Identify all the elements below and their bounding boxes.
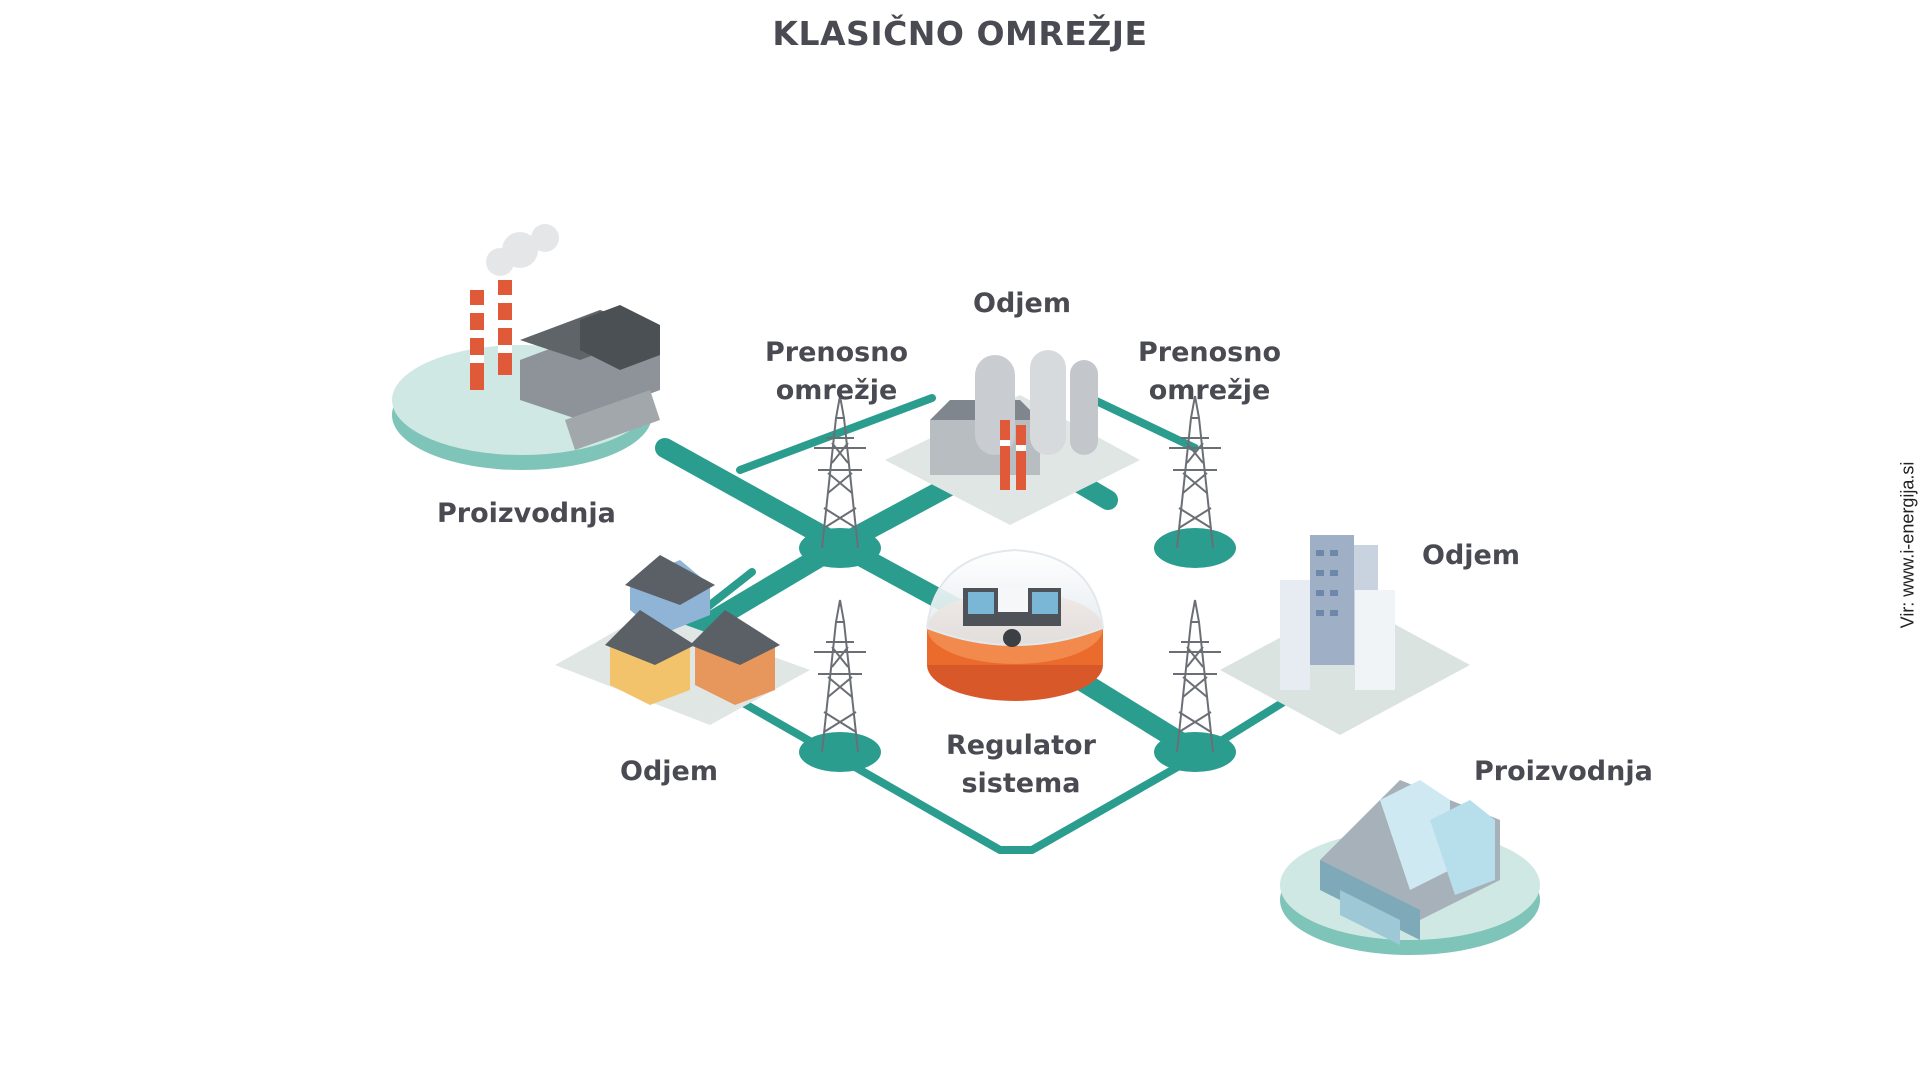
pylon-icon [1169, 599, 1221, 753]
label-production-bottom: Proizvodnja [1474, 756, 1653, 787]
line-top-left [736, 394, 936, 474]
industrial-plant-icon [885, 350, 1140, 525]
hydro-dam-icon [1280, 780, 1540, 955]
houses-icon [555, 555, 810, 725]
pylon-icon [814, 395, 866, 549]
source-credit: Vir: www.i-energija.si [1897, 461, 1918, 629]
tower-bases [799, 528, 1236, 772]
label-transmission-left: Prenosno omrežje [765, 334, 908, 410]
label-transmission-left-line2: omrežje [775, 375, 898, 406]
tower-base-2 [1154, 528, 1236, 568]
label-consumption-left: Odjem [620, 756, 718, 787]
transmission-towers [814, 395, 1221, 753]
label-regulator-line2: sistema [961, 768, 1081, 799]
factory-production-icon [392, 224, 660, 470]
pylon-icon [1169, 395, 1221, 549]
label-consumption-right: Odjem [1422, 540, 1520, 571]
label-transmission-right: Prenosno omrežje [1138, 334, 1281, 410]
label-transmission-left-line1: Prenosno [765, 337, 909, 368]
office-buildings-icon [1220, 535, 1470, 735]
line-production-to-hub [655, 438, 1215, 767]
label-transmission-right-line1: Prenosno [1138, 337, 1282, 368]
tower-base-4 [1154, 732, 1236, 772]
tower-base-1 [799, 528, 881, 568]
label-transmission-right-line2: omrežje [1148, 375, 1271, 406]
line-top-right [1086, 394, 1199, 452]
line-bottom-loop [734, 696, 1199, 854]
label-consumption-top: Odjem [973, 288, 1071, 319]
label-production-top: Proizvodnja [437, 498, 616, 529]
pylon-icon [814, 599, 866, 753]
page-title: KLASIČNO OMREŽJE [772, 14, 1148, 53]
regulator-dome-icon [925, 548, 1105, 701]
label-regulator: Regulator sistema [946, 727, 1096, 803]
tower-base-3 [799, 732, 881, 772]
label-regulator-line1: Regulator [946, 730, 1096, 761]
